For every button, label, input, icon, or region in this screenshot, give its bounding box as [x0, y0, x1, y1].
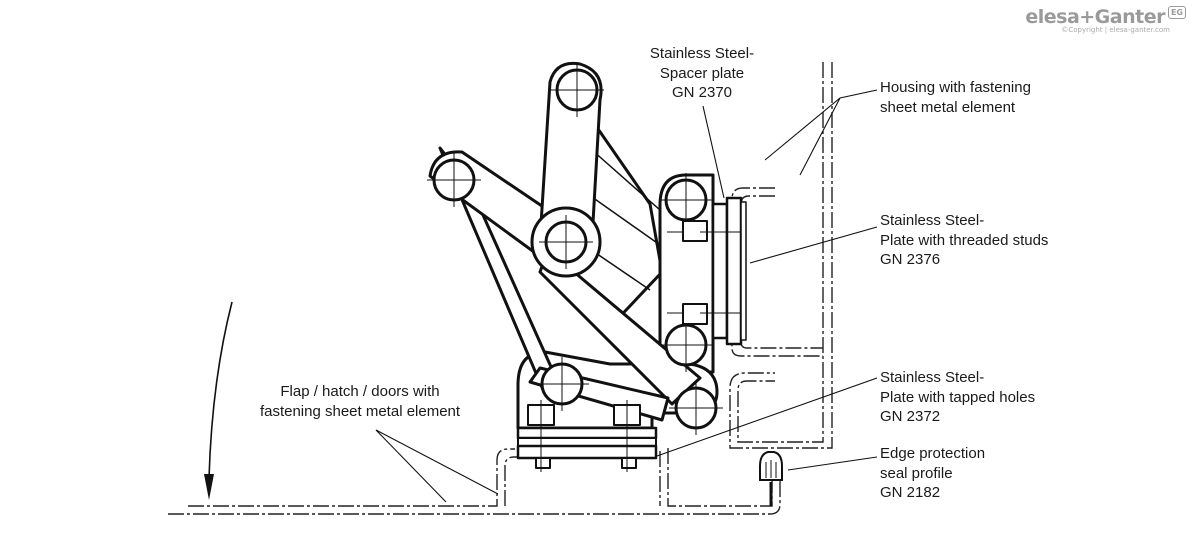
brand-copyright: ©Copyright | elesa-ganter.com	[1061, 26, 1170, 34]
flap-sheet	[168, 448, 781, 515]
label-plate-threaded-studs: Stainless Steel- Plate with threaded stu…	[880, 212, 1049, 268]
brand-name: elesa+Ganter	[1025, 6, 1165, 28]
brand-badge: EG	[1167, 6, 1186, 19]
label-edge-protection: Edge protection seal profile GN 2182	[880, 445, 986, 501]
label-flap: Flap / hatch / doors with fastening shee…	[259, 383, 461, 420]
closing-direction-arrow	[204, 301, 233, 500]
label-spacer-plate: Stainless Steel- Spacer plate GN 2370	[649, 45, 755, 101]
hinge-assembly	[425, 61, 747, 472]
housing-sheet	[729, 62, 833, 449]
label-plate-tapped-holes: Stainless Steel- Plate with tapped holes…	[880, 369, 1036, 425]
leader-lines	[375, 89, 878, 503]
edge-protection-seal	[759, 451, 783, 506]
label-housing: Housing with fastening sheet metal eleme…	[880, 79, 1031, 116]
